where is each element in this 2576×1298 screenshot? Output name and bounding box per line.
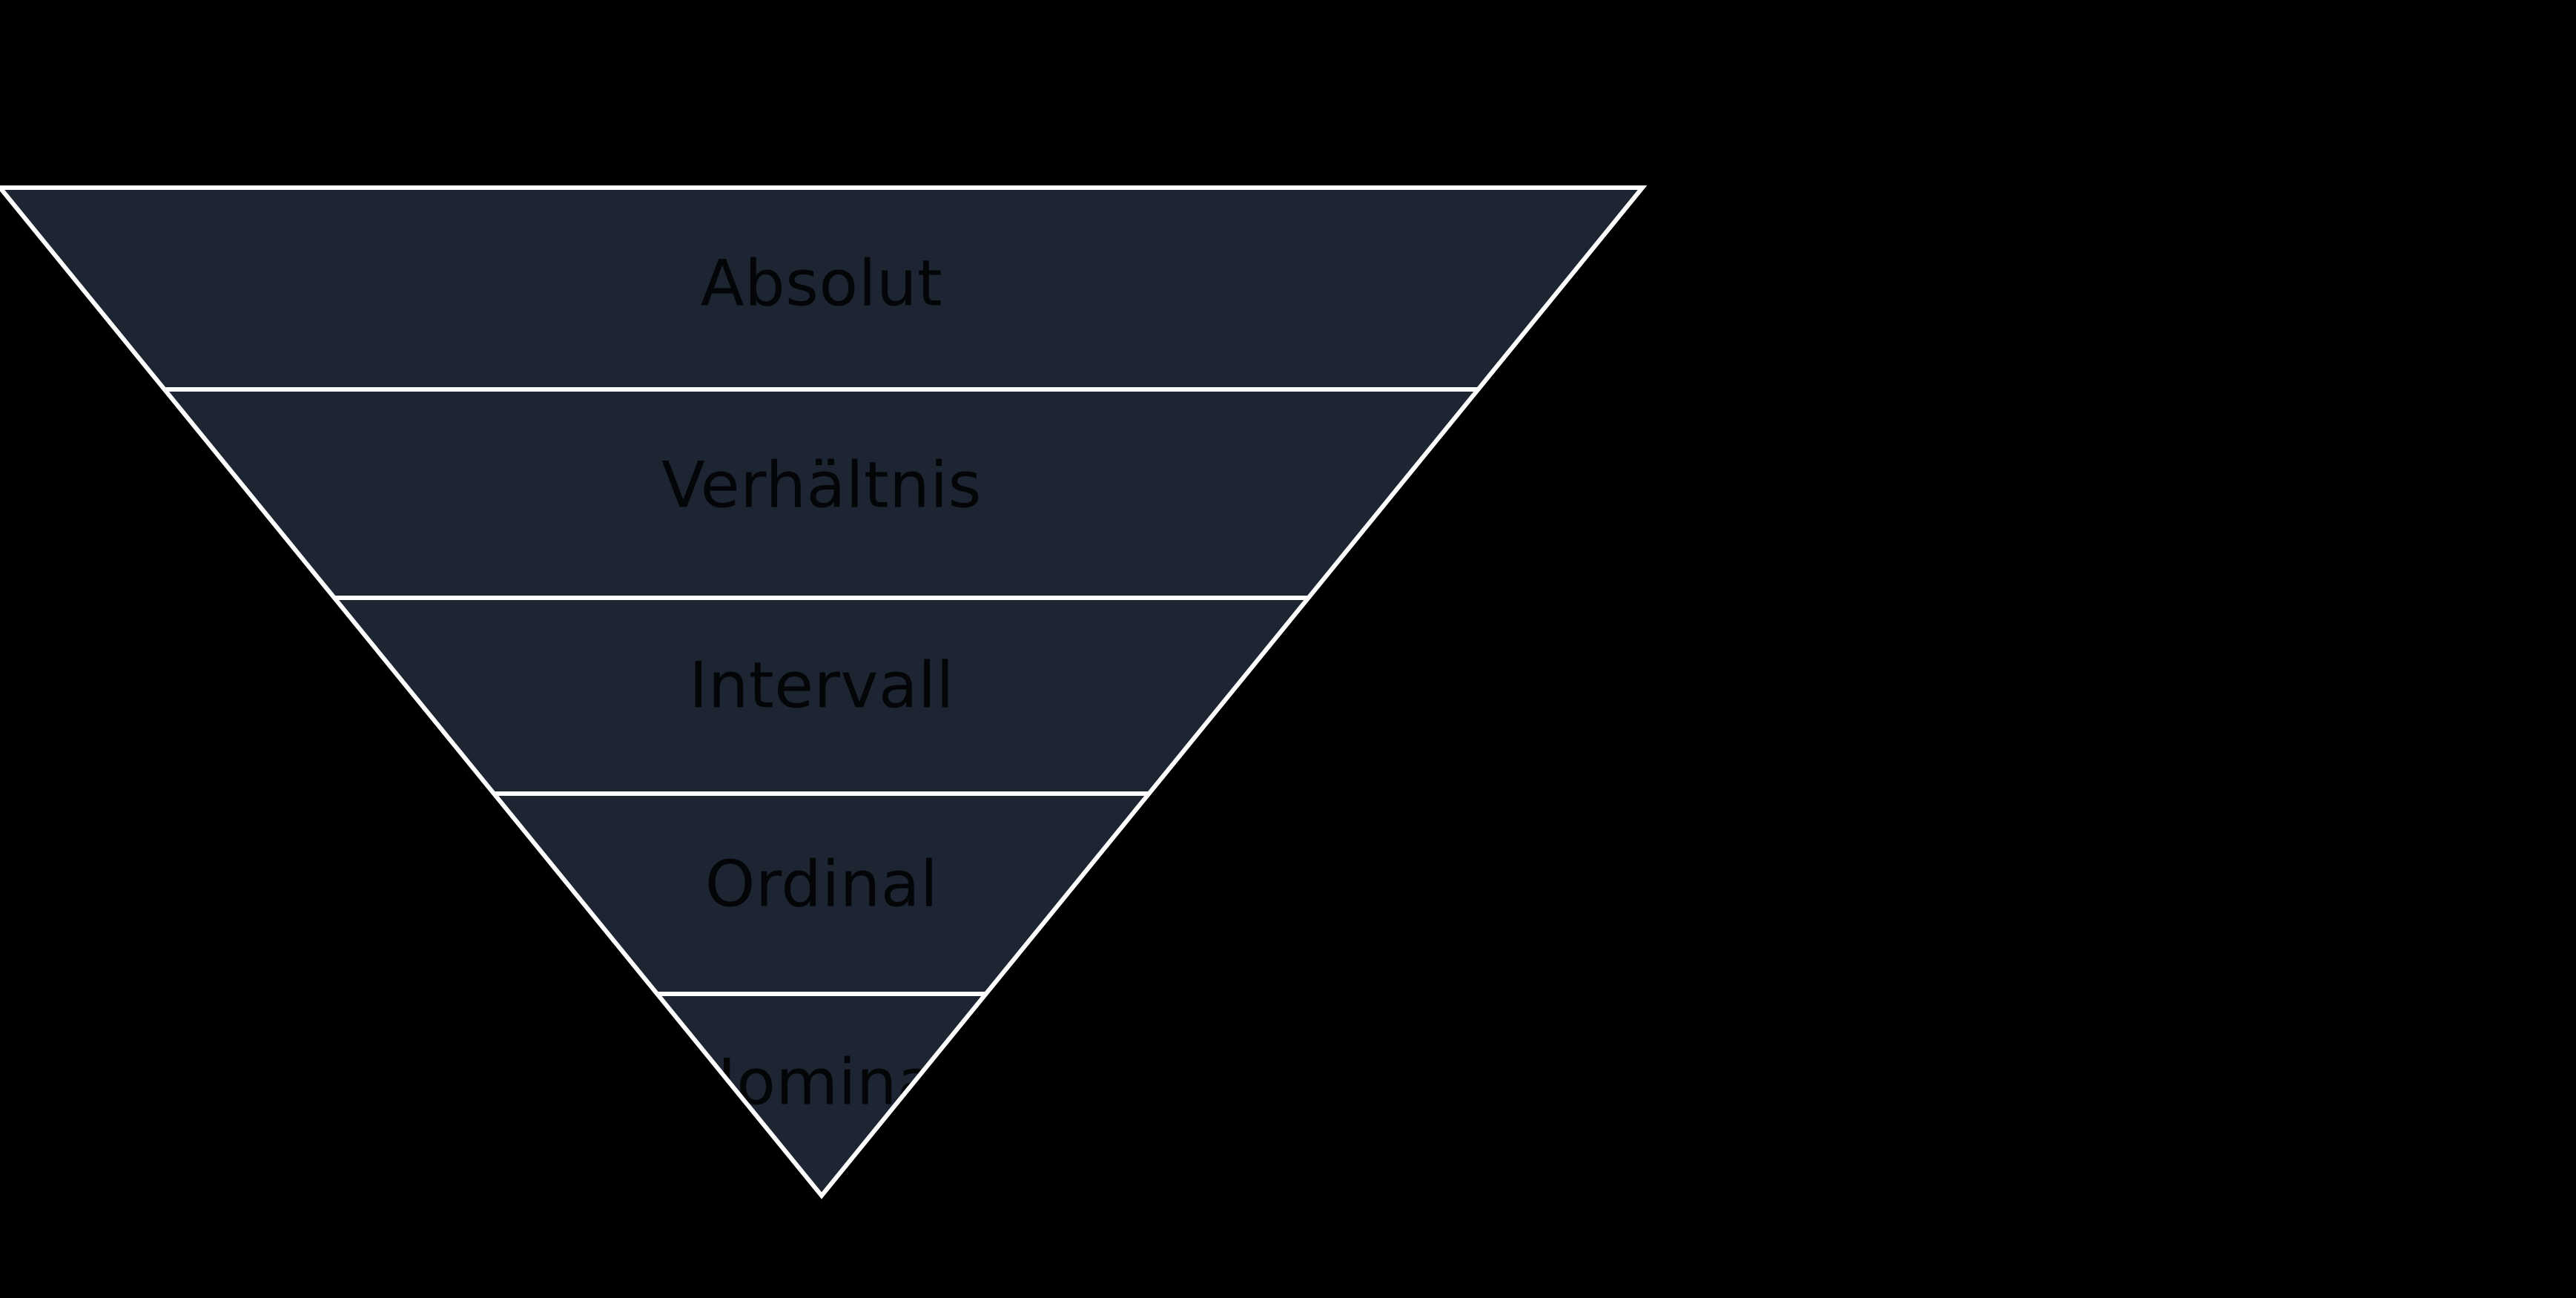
funnel-level-label-absolut: Absolut [701, 246, 942, 320]
funnel-outline-stroke [0, 185, 1648, 1199]
funnel-level-label-ordinal: Ordinal [705, 847, 939, 921]
funnel-level-label-intervall: Intervall [689, 648, 954, 722]
funnel-level-label-verhaeltnis: Verhältnis [661, 448, 982, 522]
funnel-body-shape [0, 188, 1642, 1196]
